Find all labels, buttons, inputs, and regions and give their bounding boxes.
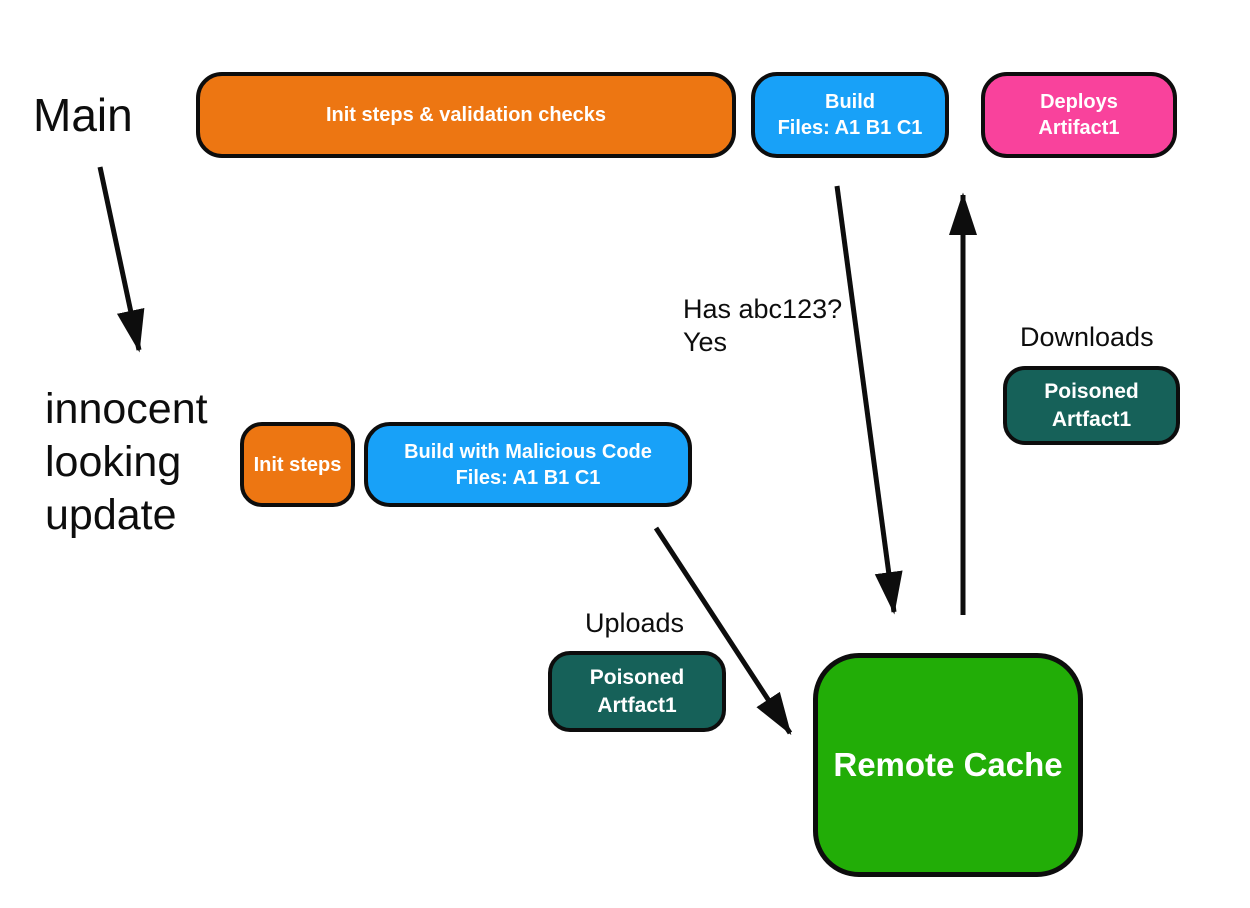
arrow-main-to-innocent-update: [97, 166, 145, 353]
node-build-main-line1: Build: [825, 91, 875, 113]
innocent-update-line1: innocent: [45, 385, 208, 433]
node-remote-cache-label: Remote Cache: [833, 745, 1063, 783]
node-build-malicious: Build with Malicious Code Files: A1 B1 C…: [364, 422, 692, 507]
node-poisoned-artifact-upload-line1: Poisoned: [589, 666, 685, 690]
node-init-validation-checks-label: Init steps & validation checks: [325, 104, 607, 126]
node-init-steps-label: Init steps: [253, 453, 342, 476]
innocent-update-line2: looking: [45, 438, 182, 486]
node-deploys-artifact-line1: Deploys: [1040, 91, 1118, 113]
innocent-update-line3: update: [45, 491, 177, 539]
downloads-label: Downloads: [1020, 322, 1154, 352]
has-hash-label: Has abc123? Yes: [683, 293, 842, 359]
node-build-main: Build Files: A1 B1 C1: [751, 72, 949, 158]
node-build-main-line2: Files: A1 B1 C1: [777, 117, 923, 139]
node-init-steps: Init steps: [240, 422, 355, 507]
main-branch-label: Main: [33, 89, 133, 141]
innocent-update-label: innocent looking update: [45, 383, 208, 542]
has-hash-question: Has abc123?: [683, 294, 843, 324]
node-init-validation-checks: Init steps & validation checks: [196, 72, 736, 158]
node-build-malicious-line1: Build with Malicious Code: [404, 440, 652, 463]
node-poisoned-artifact-download-line1: Poisoned: [1044, 380, 1139, 404]
node-poisoned-artifact-download: Poisoned Artfact1: [1003, 366, 1180, 445]
node-deploys-artifact: Deploys Artifact1: [981, 72, 1177, 158]
has-hash-answer: Yes: [683, 327, 728, 357]
arrow-build-to-remote-cache: [834, 185, 903, 615]
node-build-malicious-line2: Files: A1 B1 C1: [455, 466, 601, 489]
node-poisoned-artifact-upload: Poisoned Artfact1: [548, 651, 726, 732]
uploads-label: Uploads: [585, 608, 685, 638]
node-poisoned-artifact-upload-line2: Artfact1: [597, 693, 677, 717]
node-deploys-artifact-line2: Artifact1: [1038, 117, 1120, 139]
node-poisoned-artifact-download-line2: Artfact1: [1051, 407, 1132, 431]
node-remote-cache: Remote Cache: [813, 653, 1083, 877]
